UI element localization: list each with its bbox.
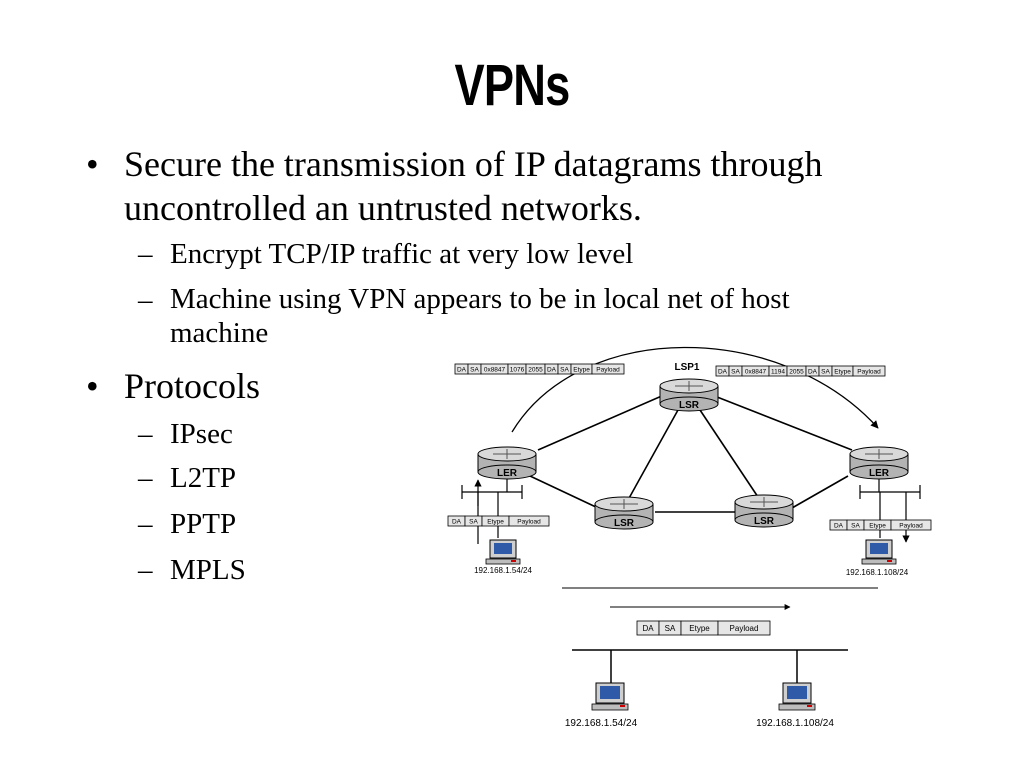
network-links xyxy=(529,394,853,513)
lsp-label: LSP1 xyxy=(674,362,699,373)
host-pc-right-icon: 192.168.1.108/24 xyxy=(846,539,909,577)
router-ler-left: LER xyxy=(477,446,537,480)
svg-text:SA: SA xyxy=(470,367,479,374)
svg-text:Payload: Payload xyxy=(517,519,541,526)
frame-right: DA SA Etype Payload xyxy=(829,519,932,531)
router-ler-right: LER xyxy=(849,446,909,480)
lan-segment-left xyxy=(461,479,523,544)
svg-text:Payload: Payload xyxy=(899,523,923,530)
host-ip-label: 192.168.1.54/24 xyxy=(474,566,532,575)
router-label: LSR xyxy=(679,400,700,411)
svg-text:DA: DA xyxy=(642,624,654,633)
svg-text:DA: DA xyxy=(808,369,818,376)
router-label: LER xyxy=(497,468,518,479)
svg-text:Etype: Etype xyxy=(869,523,886,530)
host-ip-label: 192.168.1.108/24 xyxy=(756,718,834,729)
svg-text:DA: DA xyxy=(718,369,728,376)
dash-mark: – xyxy=(138,462,153,494)
sub-bullet-line: Machine using VPN appears to be in local… xyxy=(170,283,790,315)
svg-text:Etype: Etype xyxy=(573,367,590,374)
svg-text:DA: DA xyxy=(452,519,462,526)
router-label: LSR xyxy=(754,516,775,527)
frame-bottom: DA SA Etype Payload xyxy=(636,620,771,636)
mpls-header-left: DA SA 0x8847 1076 2055 DA SA Etype Paylo… xyxy=(454,363,625,375)
dash-mark: – xyxy=(138,508,153,540)
svg-text:1076: 1076 xyxy=(510,367,525,374)
svg-text:SA: SA xyxy=(665,624,676,633)
protocol-l2tp: L2TP xyxy=(170,462,237,494)
protocol-ipsec: IPsec xyxy=(170,418,233,450)
svg-text:1194: 1194 xyxy=(771,369,785,376)
bullet-line: Secure the transmission of IP datagrams … xyxy=(124,144,823,184)
sub-bullet-line: machine xyxy=(170,317,269,349)
svg-text:Payload: Payload xyxy=(596,367,620,374)
host-ip-label: 192.168.1.108/24 xyxy=(846,568,909,577)
router-lsr-bottom-right: LSR xyxy=(734,494,794,528)
svg-text:SA: SA xyxy=(560,367,569,374)
svg-text:SA: SA xyxy=(821,369,830,376)
svg-text:SA: SA xyxy=(851,523,860,530)
sub-bullet-encrypt: Encrypt TCP/IP traffic at very low level xyxy=(170,238,634,270)
dash-mark: – xyxy=(138,418,153,450)
host-pc-left-icon: 192.168.1.54/24 xyxy=(474,539,532,575)
slide-title: VPNs xyxy=(454,53,570,118)
host-ip-label: 192.168.1.54/24 xyxy=(565,718,638,729)
svg-text:2055: 2055 xyxy=(789,369,804,376)
dash-mark: – xyxy=(138,554,153,586)
svg-text:0x8847: 0x8847 xyxy=(745,369,767,376)
svg-text:Etype: Etype xyxy=(834,369,851,376)
bullet-mark: • xyxy=(86,144,99,184)
svg-text:Etype: Etype xyxy=(487,519,504,526)
svg-text:SA: SA xyxy=(469,519,478,526)
svg-text:DA: DA xyxy=(547,367,557,374)
svg-text:SA: SA xyxy=(731,369,740,376)
bullet-protocols: Protocols xyxy=(124,366,261,406)
svg-text:0x8847: 0x8847 xyxy=(484,367,506,374)
svg-text:DA: DA xyxy=(834,523,844,530)
router-lsr-top: LSR xyxy=(659,378,719,412)
sub-bullet-machine-vpn: Machine using VPN appears to be in local… xyxy=(170,282,930,350)
router-label: LSR xyxy=(614,518,635,529)
lan-bus-bottom xyxy=(572,649,848,684)
host-pc-bottom-right-icon: 192.168.1.108/24 xyxy=(756,682,834,729)
mpls-header-right: DA SA 0x8847 1194 2055 DA SA Etype Paylo… xyxy=(715,365,886,377)
svg-text:Payload: Payload xyxy=(730,624,759,633)
dash-mark: – xyxy=(138,238,153,270)
host-pc-bottom-left-icon: 192.168.1.54/24 xyxy=(565,682,638,729)
svg-text:DA: DA xyxy=(457,367,467,374)
dash-mark: – xyxy=(138,284,153,316)
protocol-mpls: MPLS xyxy=(170,554,246,586)
lsp-arc xyxy=(511,346,879,433)
bullet-mark: • xyxy=(86,366,99,406)
protocol-pptp: PPTP xyxy=(170,508,237,540)
svg-text:Payload: Payload xyxy=(857,369,881,376)
svg-text:2055: 2055 xyxy=(528,367,543,374)
bullet-secure-transmission: Secure the transmission of IP datagrams … xyxy=(124,142,924,230)
frame-left: DA SA Etype Payload xyxy=(447,515,550,527)
router-label: LER xyxy=(869,468,890,479)
bullet-line: uncontrolled an untrusted networks. xyxy=(124,188,642,228)
svg-text:Etype: Etype xyxy=(689,624,710,633)
router-lsr-bottom-left: LSR xyxy=(594,496,654,530)
lan-segment-right xyxy=(859,479,921,543)
mpls-network-diagram: LSR LER LER LSR xyxy=(447,346,932,729)
